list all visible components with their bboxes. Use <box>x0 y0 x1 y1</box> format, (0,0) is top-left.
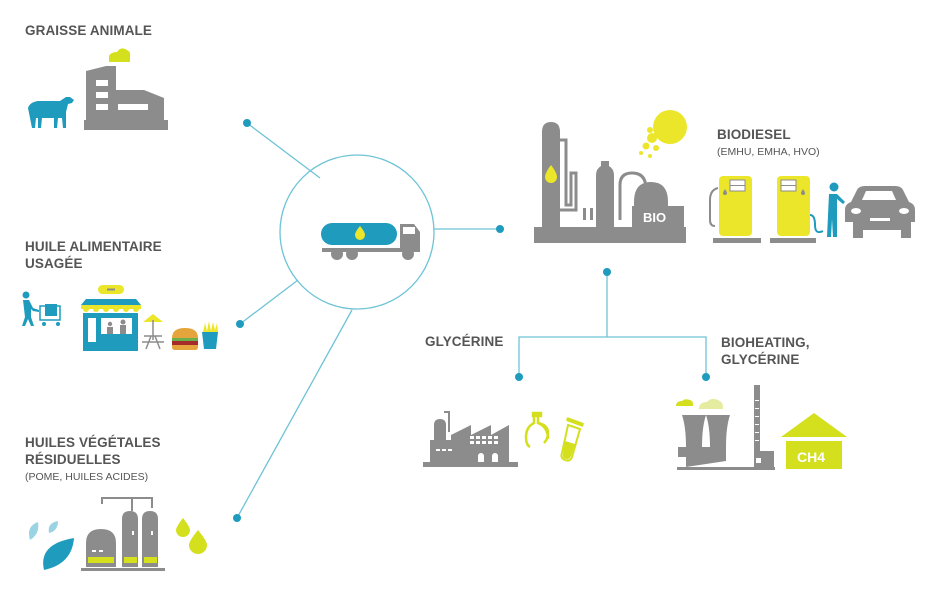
dot <box>515 373 523 381</box>
food-kiosk-icon <box>81 285 141 351</box>
connectors <box>236 122 707 519</box>
person-refuel-icon <box>827 182 845 237</box>
fuel-pump-icon <box>709 176 761 243</box>
test-tube-icon <box>560 417 584 462</box>
sublabel-biodiesel: (EMHU, EMHA, HVO) <box>717 146 820 158</box>
label-bioheating: BIOHEATING, GLYCÉRINE <box>721 334 810 368</box>
fries-icon <box>202 321 218 349</box>
dot <box>243 119 251 127</box>
label-graisse-animale: GRAISSE ANIMALE <box>25 23 153 38</box>
dot <box>702 373 710 381</box>
label-line: RÉSIDUELLES <box>25 452 121 467</box>
refinery-icon: BIO <box>534 122 686 243</box>
label-glycerine: GLYCÉRINE <box>425 334 504 349</box>
oil-drops-icon <box>176 518 207 554</box>
dot <box>233 514 241 522</box>
label-huile-alimentaire: HUILE ALIMENTAIRE USAGÉE <box>25 238 162 272</box>
label-line: BIOHEATING, <box>721 335 810 350</box>
label-line: USAGÉE <box>25 256 83 271</box>
refinery-badge: BIO <box>643 210 666 225</box>
fuel-pump-icon <box>770 176 824 243</box>
tanker-truck-icon <box>321 223 420 260</box>
connector-huile <box>239 279 299 325</box>
house-icon: CH4 <box>781 413 847 469</box>
label-line: HUILE ALIMENTAIRE <box>25 239 162 254</box>
person-cart-icon <box>22 291 61 326</box>
connector-outputs <box>518 336 707 377</box>
car-icon <box>845 186 915 238</box>
label-line: HUILES VÉGÉTALES <box>25 435 161 450</box>
label-biodiesel: BIODIESEL <box>717 127 791 142</box>
label-huiles-vegetales: HUILES VÉGÉTALES RÉSIDUELLES <box>25 434 161 468</box>
picnic-table-icon <box>142 314 164 350</box>
house-badge: CH4 <box>797 449 825 465</box>
power-plant-icon <box>677 385 775 470</box>
leaves-icon <box>29 521 74 570</box>
smoke-cloud-icon <box>676 398 723 409</box>
dot <box>496 225 504 233</box>
factory-icon <box>423 411 518 467</box>
hub-circle <box>279 154 435 310</box>
connector-dots <box>233 119 710 522</box>
cow-icon <box>28 97 74 128</box>
dot <box>603 268 611 276</box>
jug-icon <box>524 411 550 449</box>
burger-icon <box>172 328 198 350</box>
emissions-icon <box>639 110 687 158</box>
connector-graisse <box>246 122 321 179</box>
dot <box>236 320 244 328</box>
tanks-icon <box>81 497 165 571</box>
sublabel-huiles-vegetales: (POME, HUILES ACIDES) <box>25 471 149 483</box>
factory-icon <box>84 66 168 130</box>
label-line: GLYCÉRINE <box>721 352 800 367</box>
connector-vegetales <box>236 309 353 519</box>
smoke-cloud-icon <box>109 48 131 62</box>
